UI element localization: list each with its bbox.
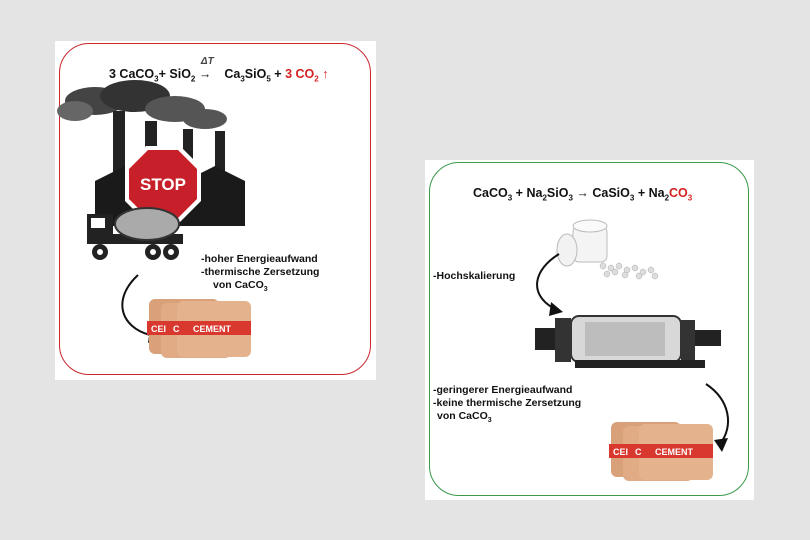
left-panel: 3 CaCO3+ SiO2 ΔT → Ca3SiO5 + 3 CO2 ↑ STO…	[55, 41, 376, 380]
pellet-jar-icon	[556, 219, 659, 280]
cement-bags-icon: CEI C CEMENT	[147, 299, 251, 358]
hochskalierung-note: -Hochskalierung	[433, 270, 516, 282]
right-notes: -geringerer Energieaufwand -keine thermi…	[433, 384, 582, 425]
svg-text:C: C	[173, 324, 180, 334]
left-equation: 3 CaCO3+ SiO2 ΔT → Ca3SiO5 + 3 CO2 ↑	[109, 56, 329, 84]
curved-arrow-icon	[536, 253, 563, 316]
curved-arrow-icon	[705, 383, 729, 452]
stop-sign-label: STOP	[140, 175, 186, 194]
right-panel: CaCO3 + Na2SiO3 → CaSiO3 + Na2CO3 -Hochs…	[425, 160, 754, 500]
svg-text:CEI: CEI	[613, 447, 628, 457]
reaction-arrow-icon: →	[576, 186, 589, 200]
co2-product: 3 CO2 ↑	[285, 67, 329, 84]
right-equation: CaCO3 + Na2SiO3 → CaSiO3 + Na2CO3	[473, 186, 693, 203]
cement-bags-icon: CEI C CEMENT	[609, 422, 713, 481]
ball-mill-icon	[535, 315, 721, 368]
cement-mixer-truck-icon	[87, 207, 183, 260]
reaction-arrow-icon: →	[198, 67, 212, 81]
svg-text:C: C	[635, 447, 642, 457]
svg-text:CEMENT: CEMENT	[655, 447, 694, 457]
left-panel-frame	[59, 43, 371, 375]
svg-text:CEMENT: CEMENT	[193, 324, 232, 334]
left-notes: -hoher Energieaufwand -thermische Zerset…	[201, 253, 320, 294]
stop-sign-icon: STOP	[125, 146, 201, 222]
delta-t-label: ΔT	[200, 56, 214, 67]
svg-text:CEI: CEI	[151, 324, 166, 334]
right-panel-frame	[429, 162, 749, 496]
